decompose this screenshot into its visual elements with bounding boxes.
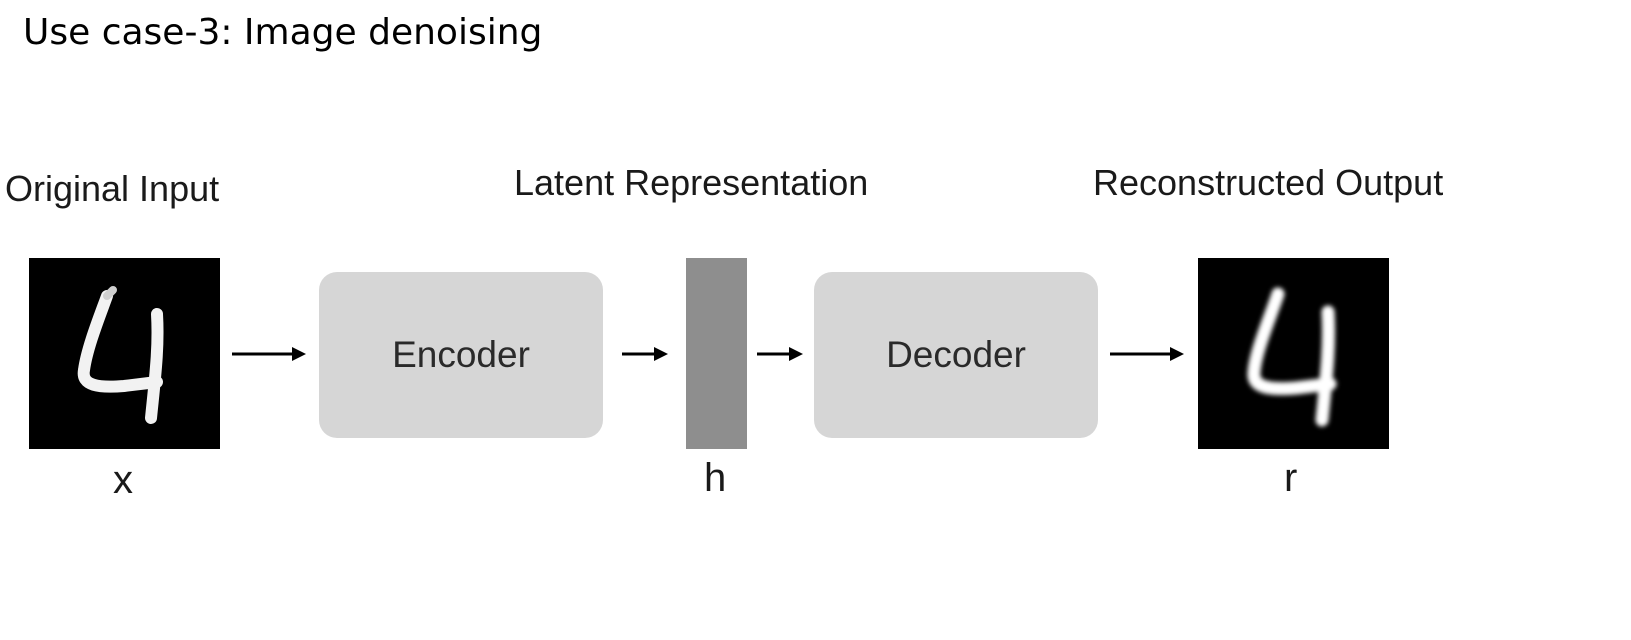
encoder-block: Encoder <box>319 272 603 438</box>
latent-code-bar <box>686 258 747 449</box>
variable-r-label: r <box>1284 456 1298 500</box>
variable-h-label: h <box>704 456 727 500</box>
latent-representation-label: Latent Representation <box>514 162 869 203</box>
arrow-encoder-to-latent <box>622 344 668 364</box>
output-digit-image <box>1198 258 1389 449</box>
digit-four-noisy-icon <box>77 286 164 424</box>
reconstructed-output-label: Reconstructed Output <box>1093 162 1444 203</box>
arrow-input-to-encoder <box>232 344 306 364</box>
decoder-block: Decoder <box>814 272 1098 438</box>
arrow-decoder-to-output <box>1110 344 1184 364</box>
variable-x-label: x <box>113 458 133 502</box>
arrow-latent-to-decoder <box>757 344 803 364</box>
input-digit-image <box>29 258 220 449</box>
slide-title: Use case-3: Image denoising <box>23 12 543 53</box>
original-input-label: Original Input <box>5 168 220 209</box>
digit-four-reconstructed-icon <box>1247 287 1337 427</box>
